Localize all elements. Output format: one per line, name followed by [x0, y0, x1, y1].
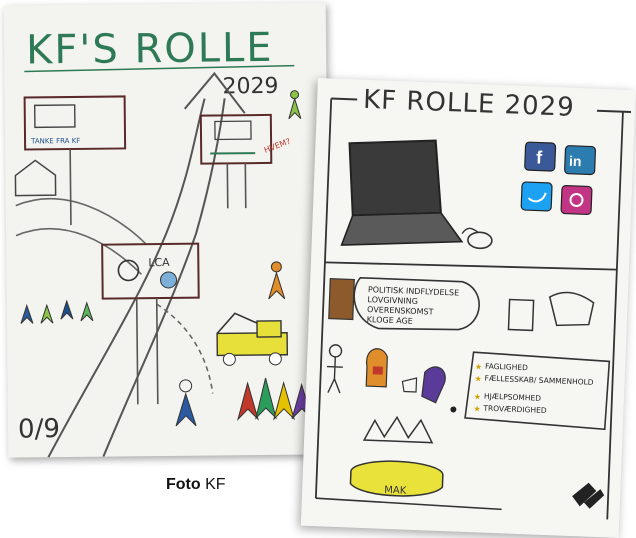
right-flipchart-drawing: KF ROLLE 2029 f in POLITISK INDFLYDELS	[301, 78, 636, 538]
left-corner-text: 0/9	[18, 414, 60, 444]
excavator-drawing	[217, 313, 288, 366]
svg-text:FAGLIGHED FÆLLESSKAB/ SA: FAGLIGHED FÆLLESSKAB/ SAMMENHOLD HJÆLPSO…	[482, 362, 596, 417]
right-flipchart-photo: KF ROLLE 2029 f in POLITISK INDFLYDELS	[301, 78, 636, 538]
svg-text:HVEM?: HVEM?	[263, 137, 292, 155]
left-sign-lca: LCA	[148, 256, 170, 269]
caption-credit: KF	[205, 476, 225, 493]
instagram-icon	[561, 185, 592, 214]
svg-text:POLITISK INDFLYDELSE LOV: POLITISK INDFLYDELSE LOVGIVNING OVERENSK…	[367, 285, 462, 328]
twitter-icon	[521, 182, 552, 211]
pot-drawing: MAK	[350, 416, 445, 498]
pot-label: MAK	[384, 485, 407, 497]
left-sign-text: TANKE FRA KF	[30, 137, 80, 146]
svg-text:★: ★	[474, 374, 482, 383]
bullet-4: KLOGE AGE	[367, 315, 413, 326]
social-icons: f in	[521, 142, 596, 215]
caption-label: Foto	[166, 476, 201, 493]
value-1: FAGLIGHED	[485, 362, 528, 373]
right-title: KF ROLLE 2029	[363, 85, 576, 123]
left-flipchart-drawing: KF'S ROLLE 2029 TANKE FRA KF HVEM? LCA	[4, 2, 331, 457]
laptop-drawing	[342, 137, 496, 251]
photo-caption: Foto KF	[166, 476, 226, 494]
value-3: HJÆLPSOMHED	[484, 392, 542, 403]
bullet-2: LOVGIVNING	[367, 295, 418, 306]
value-2: FÆLLESSKAB/ SAMMENHOLD	[484, 374, 594, 387]
svg-text:★: ★	[473, 404, 481, 413]
right-people	[325, 345, 458, 413]
value-4: TROVÆRDIGHED	[482, 404, 547, 415]
left-flipchart-photo: KF'S ROLLE 2029 TANKE FRA KF HVEM? LCA	[4, 2, 331, 457]
svg-text:in: in	[569, 153, 582, 169]
svg-text:★: ★	[475, 362, 483, 371]
svg-text:★: ★	[474, 392, 482, 401]
